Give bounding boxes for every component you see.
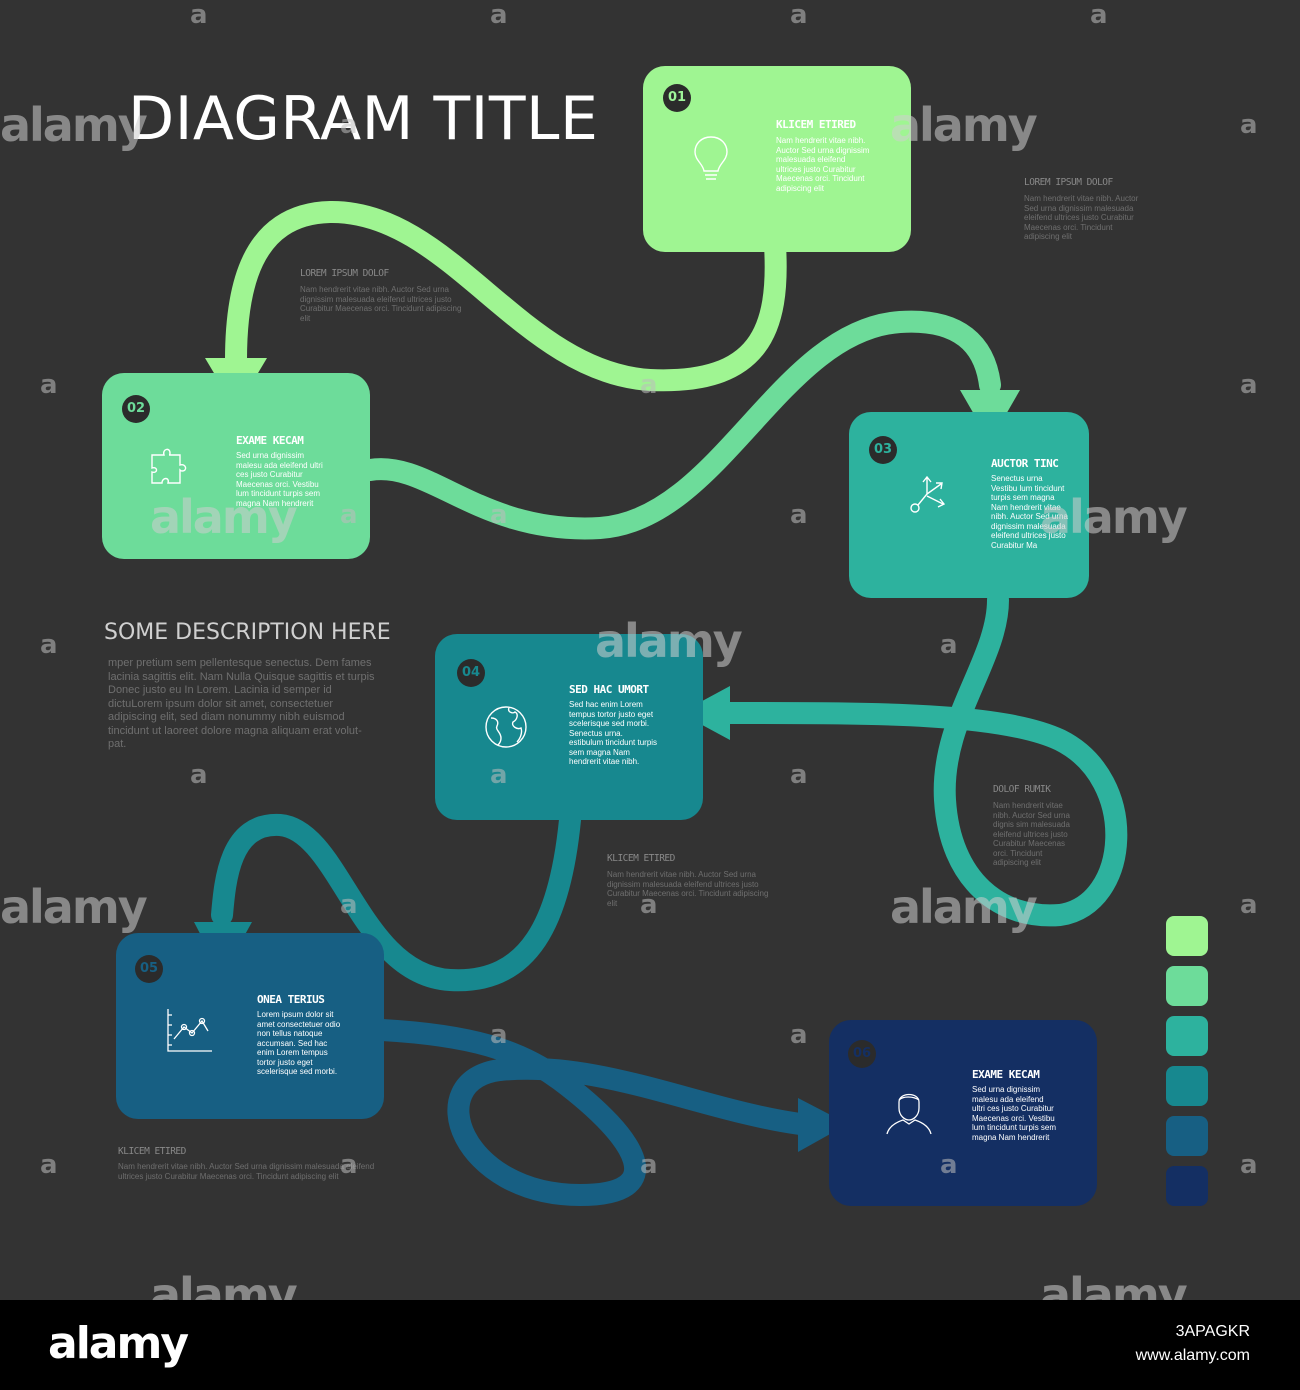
- watermark: a: [1240, 890, 1258, 920]
- watermark: alamy: [890, 98, 1038, 152]
- arrowhead-6: [798, 1098, 848, 1152]
- color-swatch-2: [1166, 966, 1208, 1006]
- watermark: alamy: [890, 880, 1038, 934]
- watermark: alamy: [150, 490, 298, 544]
- watermark: alamy: [0, 880, 148, 934]
- step-text-3: Senectus urna Vestibu lum tincidunt turp…: [991, 474, 1068, 550]
- color-swatch-5: [1166, 1116, 1208, 1156]
- step-title-5: ONEA TERIUS: [257, 993, 325, 1006]
- description-text: mper pretium sem pellentesque senectus. …: [108, 657, 375, 750]
- watermark: a: [940, 630, 958, 660]
- puzzle-icon: [151, 448, 187, 484]
- note-text-3: Nam hendrerit vitae nibh. Auctor Sed urn…: [993, 801, 1070, 867]
- note-text-2: Nam hendrerit vitae nibh. Auctor Sed urn…: [300, 285, 462, 323]
- watermark: a: [490, 0, 508, 30]
- diagram-canvas: DIAGRAM TITLE 01 KLICEM ETIRED Nam hendr…: [0, 0, 1258, 1322]
- globe-icon: [485, 706, 527, 748]
- note-title-4: KLICEM ETIRED: [607, 853, 675, 864]
- watermark: a: [1240, 1150, 1258, 1180]
- step-box-1: 01 KLICEM ETIRED Nam hendrerit vitae nib…: [643, 66, 911, 252]
- connector-1-2: [225, 200, 787, 392]
- footer-bar: [0, 1300, 1300, 1390]
- step-number-4: 04: [457, 659, 485, 687]
- watermark: a: [790, 500, 808, 530]
- step-title-1: KLICEM ETIRED: [776, 118, 856, 131]
- note-text-4: Nam hendrerit vitae nibh. Auctor Sed urn…: [607, 870, 769, 908]
- note-text-5: Nam hendrerit vitae nibh. Auctor Sed urn…: [118, 1162, 375, 1181]
- step-title-4: SED HAC UMORT: [569, 683, 649, 696]
- watermark: a: [490, 500, 508, 530]
- color-swatch-3: [1166, 1016, 1208, 1056]
- watermark: a: [640, 370, 658, 400]
- lightbulb-icon: [694, 136, 728, 180]
- watermark: a: [40, 1150, 58, 1180]
- step-number-5: 05: [135, 955, 163, 983]
- watermark: alamy: [1040, 490, 1188, 544]
- step-text-4: Sed hac enim Lorem tempus tortor justo e…: [569, 700, 658, 766]
- image-id: 3APAGKR: [1175, 1323, 1250, 1340]
- arrowhead-4: [680, 686, 730, 740]
- color-swatch-6: [1166, 1166, 1208, 1206]
- note-title-1: LOREM IPSUM DOLOF: [1024, 177, 1113, 188]
- step-box-3: 03 AUCTOR TINC Senectus urna Vestibu lum…: [849, 412, 1089, 598]
- watermark: a: [340, 1150, 358, 1180]
- step-title-2: EXAME KECAM: [236, 434, 304, 447]
- watermark: a: [40, 370, 58, 400]
- note-title-5: KLICEM ETIRED: [118, 1146, 186, 1157]
- step-box-2: 02 EXAME KECAM Sed urna dignissim malesu…: [102, 373, 370, 559]
- watermark: a: [490, 1020, 508, 1050]
- watermark: a: [340, 500, 358, 530]
- watermark: a: [490, 760, 508, 790]
- footer-logo: alamy: [48, 1318, 189, 1369]
- watermark: a: [40, 630, 58, 660]
- step-title-6: EXAME KECAM: [972, 1068, 1040, 1081]
- connector-4-5: [211, 809, 581, 992]
- watermark: a: [790, 0, 808, 30]
- connector-5-6: [371, 1019, 811, 1207]
- step-text-6: Sed urna dignissim malesu ada eleifend u…: [972, 1085, 1057, 1142]
- connector-2-3: [359, 310, 1001, 540]
- step-text-5: Lorem ipsum dolor sit amet consectetuer …: [257, 1010, 341, 1076]
- step-number-2: 02: [122, 395, 150, 423]
- watermark: a: [790, 1020, 808, 1050]
- watermark: alamy: [0, 98, 148, 152]
- step-text-2: Sed urna dignissim malesu ada eleifend u…: [236, 451, 323, 508]
- note-title-2: LOREM IPSUM DOLOF: [300, 268, 389, 279]
- step-box-4: 04 SED HAC UMORT Sed hac enim Lorem temp…: [435, 634, 703, 820]
- description-heading: SOME DESCRIPTION HERE: [104, 620, 391, 645]
- watermark: a: [640, 1150, 658, 1180]
- step-text-1: Nam hendrerit vitae nibh. Auctor Sed urn…: [776, 136, 870, 193]
- diagram-title: DIAGRAM TITLE: [128, 84, 599, 154]
- watermark: alamy: [595, 614, 743, 668]
- color-swatch-1: [1166, 916, 1208, 956]
- note-text-1: Nam hendrerit vitae nibh. Auctor Sed urn…: [1024, 194, 1139, 241]
- watermark: a: [640, 890, 658, 920]
- split-arrows-icon: [910, 475, 946, 513]
- step-box-6: 06 EXAME KECAM Sed urna dignissim malesu…: [829, 1020, 1097, 1206]
- watermark: a: [1090, 0, 1108, 30]
- watermark: a: [190, 760, 208, 790]
- watermark: a: [190, 0, 208, 30]
- step-number-1: 01: [663, 84, 691, 112]
- watermark: a: [340, 890, 358, 920]
- watermark: a: [340, 110, 358, 140]
- step-title-3: AUCTOR TINC: [991, 457, 1059, 470]
- step-number-3: 03: [869, 436, 897, 464]
- step-box-5: 05 ONEA TERIUS Lorem ipsum dolor sit ame…: [116, 933, 384, 1119]
- watermark: a: [1240, 370, 1258, 400]
- footer-url: www.alamy.com: [1135, 1347, 1250, 1364]
- watermark: a: [940, 1150, 958, 1180]
- note-title-3: DOLOF RUMIK: [993, 784, 1051, 795]
- line-chart-icon: [167, 1009, 212, 1052]
- watermark: a: [790, 760, 808, 790]
- person-icon: [886, 1093, 932, 1135]
- watermark: a: [1240, 110, 1258, 140]
- step-number-6: 06: [848, 1040, 876, 1068]
- connector-3-4: [709, 589, 1128, 927]
- color-swatch-4: [1166, 1066, 1208, 1106]
